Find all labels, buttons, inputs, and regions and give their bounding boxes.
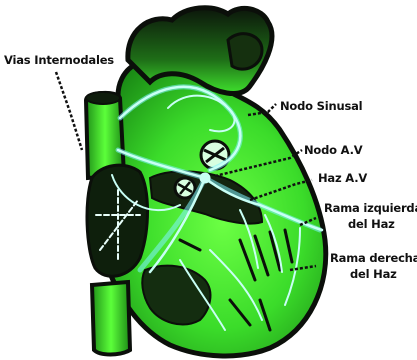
label-rama-derecha-line2: del Haz <box>350 267 397 281</box>
label-nodo-av: Nodo A.V <box>304 143 363 157</box>
label-rama-izquierda-line2: del Haz <box>348 217 395 231</box>
aortic-valve <box>175 178 195 198</box>
label-vias-internodales: Vias Internodales <box>4 53 114 67</box>
vena-cava-opening <box>86 92 120 104</box>
leader-vias-internodales <box>56 72 82 150</box>
label-rama-izquierda-line1: Rama izquierda <box>324 201 417 215</box>
label-rama-derecha-line1: Rama derecha <box>330 251 417 265</box>
pulmonary-trunk <box>228 34 262 69</box>
label-haz-av: Haz A.V <box>318 171 367 185</box>
label-nodo-sinusal: Nodo Sinusal <box>280 99 362 113</box>
inferior-vena-cava <box>92 282 130 355</box>
